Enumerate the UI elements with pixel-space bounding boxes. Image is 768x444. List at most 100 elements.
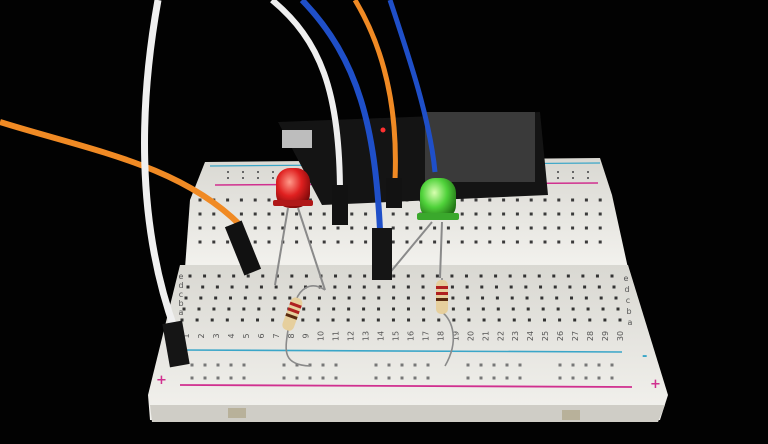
breadboard-hole: [595, 274, 599, 278]
column-number: 14: [377, 331, 386, 341]
breadboard-hole: [466, 307, 470, 311]
breadboard-hole: [465, 285, 469, 289]
breadboard-hole: [363, 274, 367, 278]
column-number: 10: [317, 331, 326, 341]
breadboard-hole: [524, 285, 528, 289]
breadboard-hole: [541, 307, 545, 311]
rail-hole: [242, 376, 246, 380]
row-letter-left: c: [179, 290, 183, 299]
rail-hole: [413, 376, 417, 380]
rail-hole: [597, 376, 601, 380]
breadboard-hole: [347, 296, 351, 300]
rail-hole: [282, 363, 286, 367]
breadboard-hole: [184, 296, 188, 300]
breadboard-hole: [267, 240, 271, 244]
breadboard-hole: [460, 212, 464, 216]
breadboard-hole: [308, 226, 312, 230]
breadboard-hole: [502, 240, 506, 244]
rail-hole: [229, 363, 233, 367]
rail-hole: [426, 376, 430, 380]
breadboard-hole: [618, 318, 622, 322]
breadboard-hole: [203, 274, 207, 278]
breadboard-hole: [186, 285, 190, 289]
rail-hole: [282, 376, 286, 380]
red-led-legs: [274, 207, 326, 291]
breadboard-hole: [228, 296, 232, 300]
breadboard-hole: [332, 296, 336, 300]
rail-hole: [558, 376, 562, 380]
row-letter-right: c: [626, 296, 630, 305]
breadboard-hole: [573, 318, 577, 322]
rail-hole: [400, 376, 404, 380]
rail-hole: [387, 376, 391, 380]
board-foot-right: [562, 410, 580, 420]
rail-hole: [466, 363, 470, 367]
breadboard-hole: [601, 307, 605, 311]
breadboard-hole: [598, 198, 602, 202]
orange-wire-left: [0, 119, 243, 228]
breadboard-hole: [317, 307, 321, 311]
breadboard-hole: [421, 307, 425, 311]
breadboard-hole: [295, 226, 299, 230]
breadboard-hole: [523, 274, 527, 278]
breadboard-hole: [543, 226, 547, 230]
white-wire-left: [141, 0, 179, 332]
rail-hole: [584, 363, 588, 367]
breadboard-hole: [243, 296, 247, 300]
breadboard-hole: [419, 240, 423, 244]
breadboard-hole: [460, 226, 464, 230]
breadboard-hole: [597, 285, 601, 289]
breadboard-hole: [405, 212, 409, 216]
breadboard-hole: [502, 212, 506, 216]
plus-sign-right: +: [650, 377, 661, 392]
breadboard-hole: [526, 307, 530, 311]
breadboard-hole: [392, 285, 396, 289]
breadboard-hole: [227, 307, 231, 311]
breadboard-hole: [460, 240, 464, 244]
breadboard-hole: [515, 226, 519, 230]
rail-hole: [558, 363, 562, 367]
rail-hole: [229, 376, 233, 380]
breadboard-hole: [391, 226, 395, 230]
rail-hole: [400, 363, 404, 367]
breadboard-hole: [198, 226, 202, 230]
positive-rail-line: [179, 384, 633, 388]
breadboard-hole: [301, 318, 305, 322]
breadboard-hole: [362, 296, 366, 300]
breadboard-hole: [281, 226, 285, 230]
breadboard-hole: [511, 307, 515, 311]
breadboard-hole: [348, 285, 352, 289]
column-number: 13: [362, 331, 371, 341]
rail-hole: [295, 376, 299, 380]
green-led-legs: [387, 221, 443, 279]
front-holes: [180, 274, 622, 380]
breadboard-hole: [308, 240, 312, 244]
breadboard-hole: [217, 274, 221, 278]
breadboard-hole: [433, 240, 437, 244]
rail-hole: [492, 376, 496, 380]
breadboard-hole: [267, 226, 271, 230]
breadboard-hole: [322, 212, 326, 216]
row-letter-right: e: [624, 274, 629, 283]
breadboard-hole: [391, 212, 395, 216]
breadboard-hole: [481, 307, 485, 311]
breadboard-hole: [201, 285, 205, 289]
rail-hole: [216, 363, 220, 367]
column-number: 24: [526, 331, 535, 341]
column-number: 20: [466, 331, 475, 341]
breadboard-hole: [239, 212, 243, 216]
breadboard-hole: [570, 296, 574, 300]
breadboard-hole: [406, 307, 410, 311]
front-breadboard: [148, 265, 668, 420]
rail-hole: [227, 171, 229, 173]
breadboard-hole: [197, 307, 201, 311]
rail-hole: [387, 363, 391, 367]
breadboard-hole: [558, 318, 562, 322]
breadboard-hole: [495, 296, 499, 300]
breadboard-hole: [376, 318, 380, 322]
breadboard-hole: [198, 198, 202, 202]
rail-hole: [479, 376, 483, 380]
breadboard-hole: [288, 296, 292, 300]
breadboard-hole: [552, 274, 556, 278]
breadboard-hole: [198, 212, 202, 216]
